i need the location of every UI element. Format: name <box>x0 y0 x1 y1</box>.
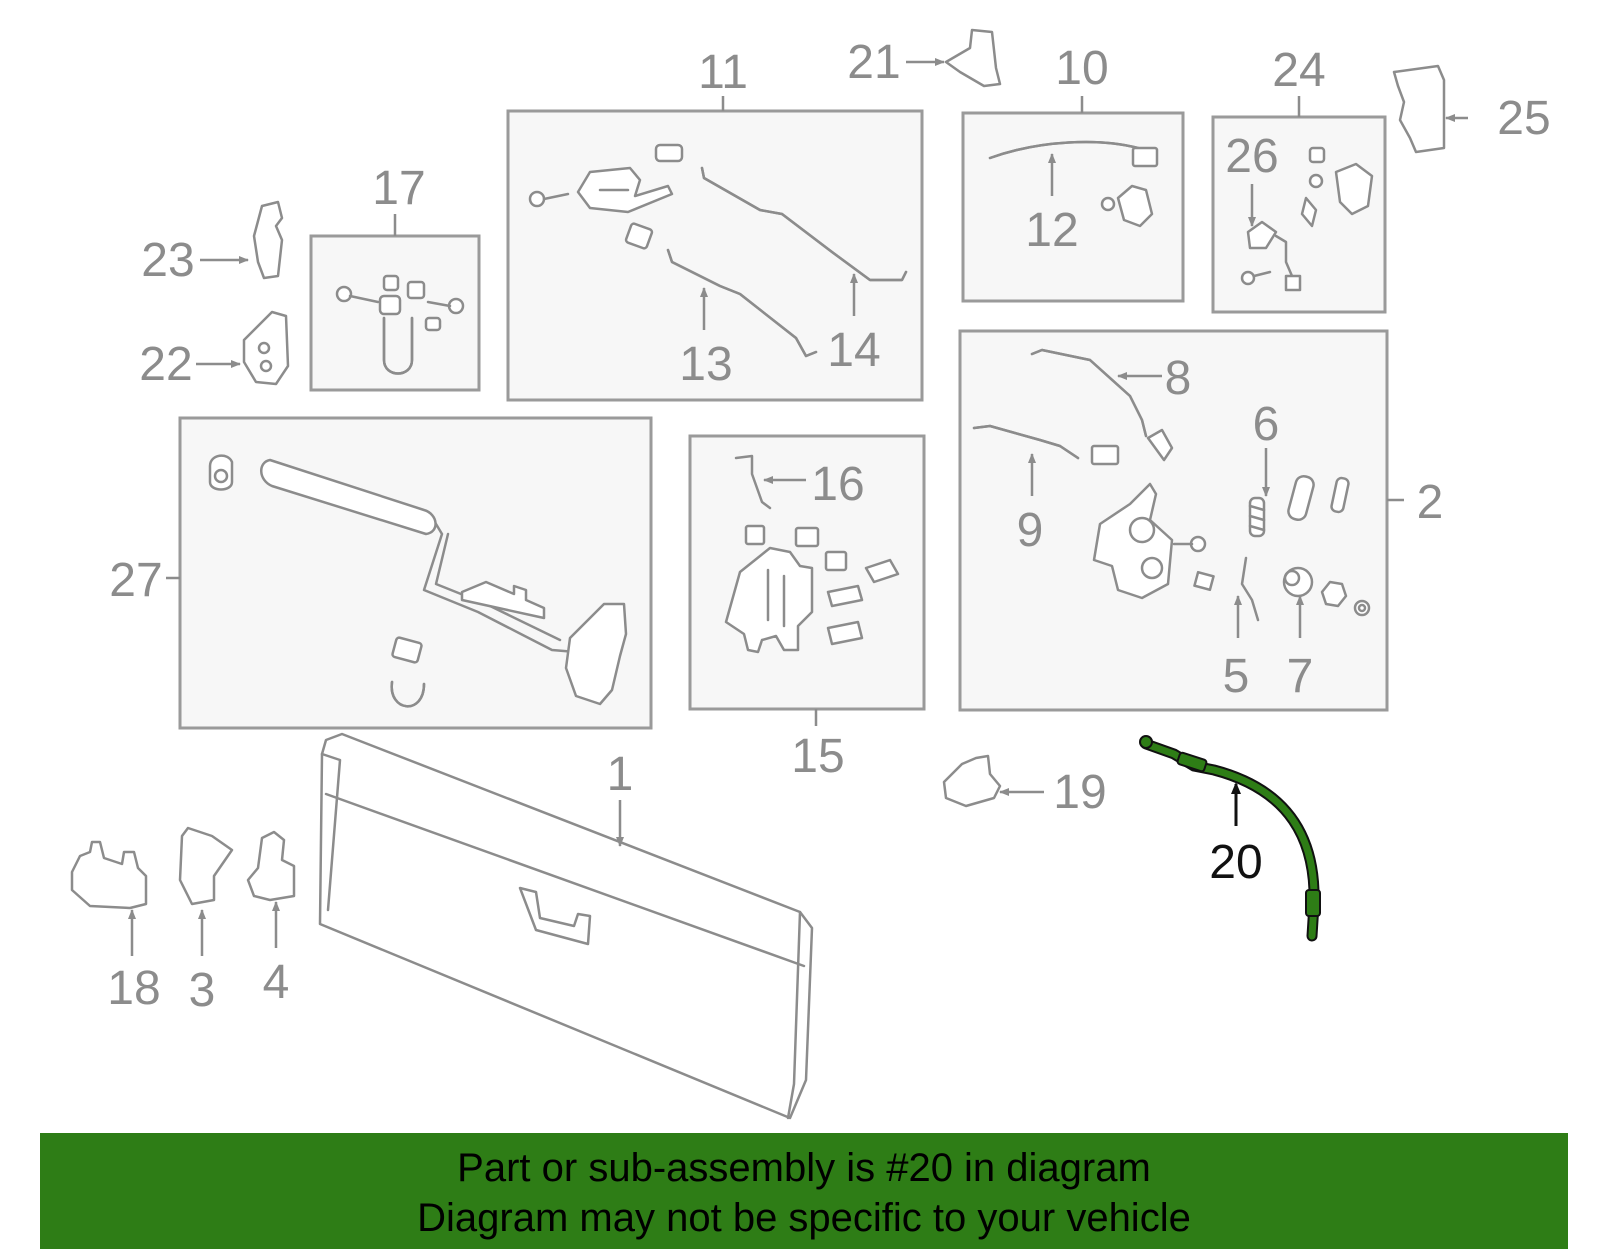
part-18 <box>70 840 148 910</box>
latch-assembly <box>1090 428 1215 600</box>
cable-assembly-27 <box>208 454 628 708</box>
pin-small <box>1330 476 1350 514</box>
part-23 <box>252 200 284 280</box>
strap-assembly-17 <box>335 274 465 375</box>
callout-10: 10 <box>1055 42 1108 95</box>
group-box-2 <box>958 329 1389 712</box>
callout-6: 6 <box>1253 398 1280 451</box>
rod-5 <box>1240 556 1260 622</box>
callout-14: 14 <box>827 324 880 377</box>
callout-3: 3 <box>189 964 216 1017</box>
callout-21: 21 <box>847 36 900 89</box>
pin-cylinder <box>1287 474 1315 522</box>
callout-1: 1 <box>607 748 634 801</box>
callout-18: 18 <box>107 962 160 1015</box>
callout-2: 2 <box>1417 476 1444 529</box>
callout-17: 17 <box>372 162 425 215</box>
callout-19: 19 <box>1053 766 1106 819</box>
part-22 <box>242 310 290 386</box>
callout-26: 26 <box>1225 130 1278 183</box>
callout-24: 24 <box>1272 44 1325 97</box>
callout-16: 16 <box>811 458 864 511</box>
callout-12: 12 <box>1025 204 1078 257</box>
callout-27: 27 <box>109 554 162 607</box>
callout-23: 23 <box>141 234 194 287</box>
banner-line-part: Part or sub-assembly is #20 in diagram <box>457 1146 1151 1190</box>
banner-line-disclaimer: Diagram may not be specific to your vehi… <box>417 1196 1191 1240</box>
callout-9: 9 <box>1017 504 1044 557</box>
bushing-7 <box>1282 566 1371 617</box>
callout-7: 7 <box>1287 650 1314 703</box>
part-21 <box>944 28 1002 88</box>
group-box-11 <box>506 109 924 402</box>
info-banner: Part or sub-assembly is #20 in diagram D… <box>40 1133 1568 1249</box>
callout-11: 11 <box>698 46 748 99</box>
callout-13: 13 <box>679 338 732 391</box>
cable-20-highlighted <box>1139 735 1321 942</box>
spring-6 <box>1248 496 1266 538</box>
callout-20-highlighted: 20 <box>1209 836 1262 889</box>
hinge-bracket-parts <box>528 143 684 250</box>
callout-22: 22 <box>139 338 192 391</box>
part-4 <box>246 830 296 902</box>
part-19 <box>942 754 1002 808</box>
part-3 <box>178 826 234 906</box>
latch-base-15 <box>724 454 900 654</box>
callout-8: 8 <box>1165 352 1192 405</box>
handle-lever <box>1100 184 1154 228</box>
callout-25: 25 <box>1497 92 1550 145</box>
tailgate-panel-1 <box>318 732 814 1120</box>
callout-4: 4 <box>263 956 290 1009</box>
callout-5: 5 <box>1223 650 1250 703</box>
clip-10 <box>1131 146 1159 168</box>
lock-parts-24 <box>1240 146 1374 292</box>
callout-15: 15 <box>791 730 844 783</box>
part-25 <box>1392 64 1446 154</box>
